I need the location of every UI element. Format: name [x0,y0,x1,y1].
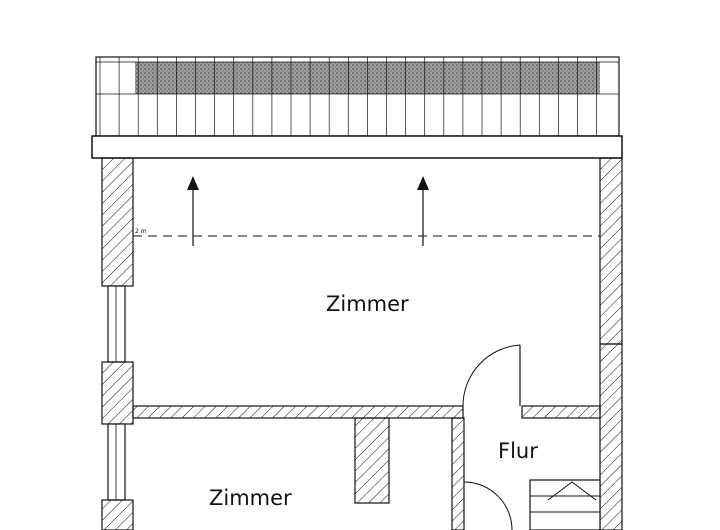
interior-wall [132,405,601,530]
door-lower-room [463,481,513,530]
height-line: 2 m [133,228,600,237]
right-wall-upper [599,157,623,345]
stair-arrow [547,481,597,501]
room-label-zimmer-upper: Zimmer [326,292,409,316]
slope-arrow-left [187,176,199,246]
partition-wall [451,417,465,530]
left-window-1 [107,285,126,363]
interior-wall-left [132,405,464,419]
left-window-2 [107,423,126,501]
staircase [529,479,601,530]
balcony [95,56,620,137]
room-label-zimmer-lower: Zimmer [209,486,292,510]
right-wall-lower [599,343,623,530]
left-wall-middle [101,361,134,425]
left-wall [101,157,134,530]
left-wall-lower [101,499,134,530]
balcony-tile-lines [99,57,597,136]
slope-arrow-right [417,176,429,246]
eaves-bar [91,135,623,159]
left-wall-upper [101,157,134,287]
interior-wall-right [521,405,601,419]
height-marker-label: 2 m [135,228,147,235]
chimney-block [354,417,390,504]
right-wall [599,157,623,530]
door-upper-room [462,344,521,407]
room-label-flur: Flur [498,439,538,463]
